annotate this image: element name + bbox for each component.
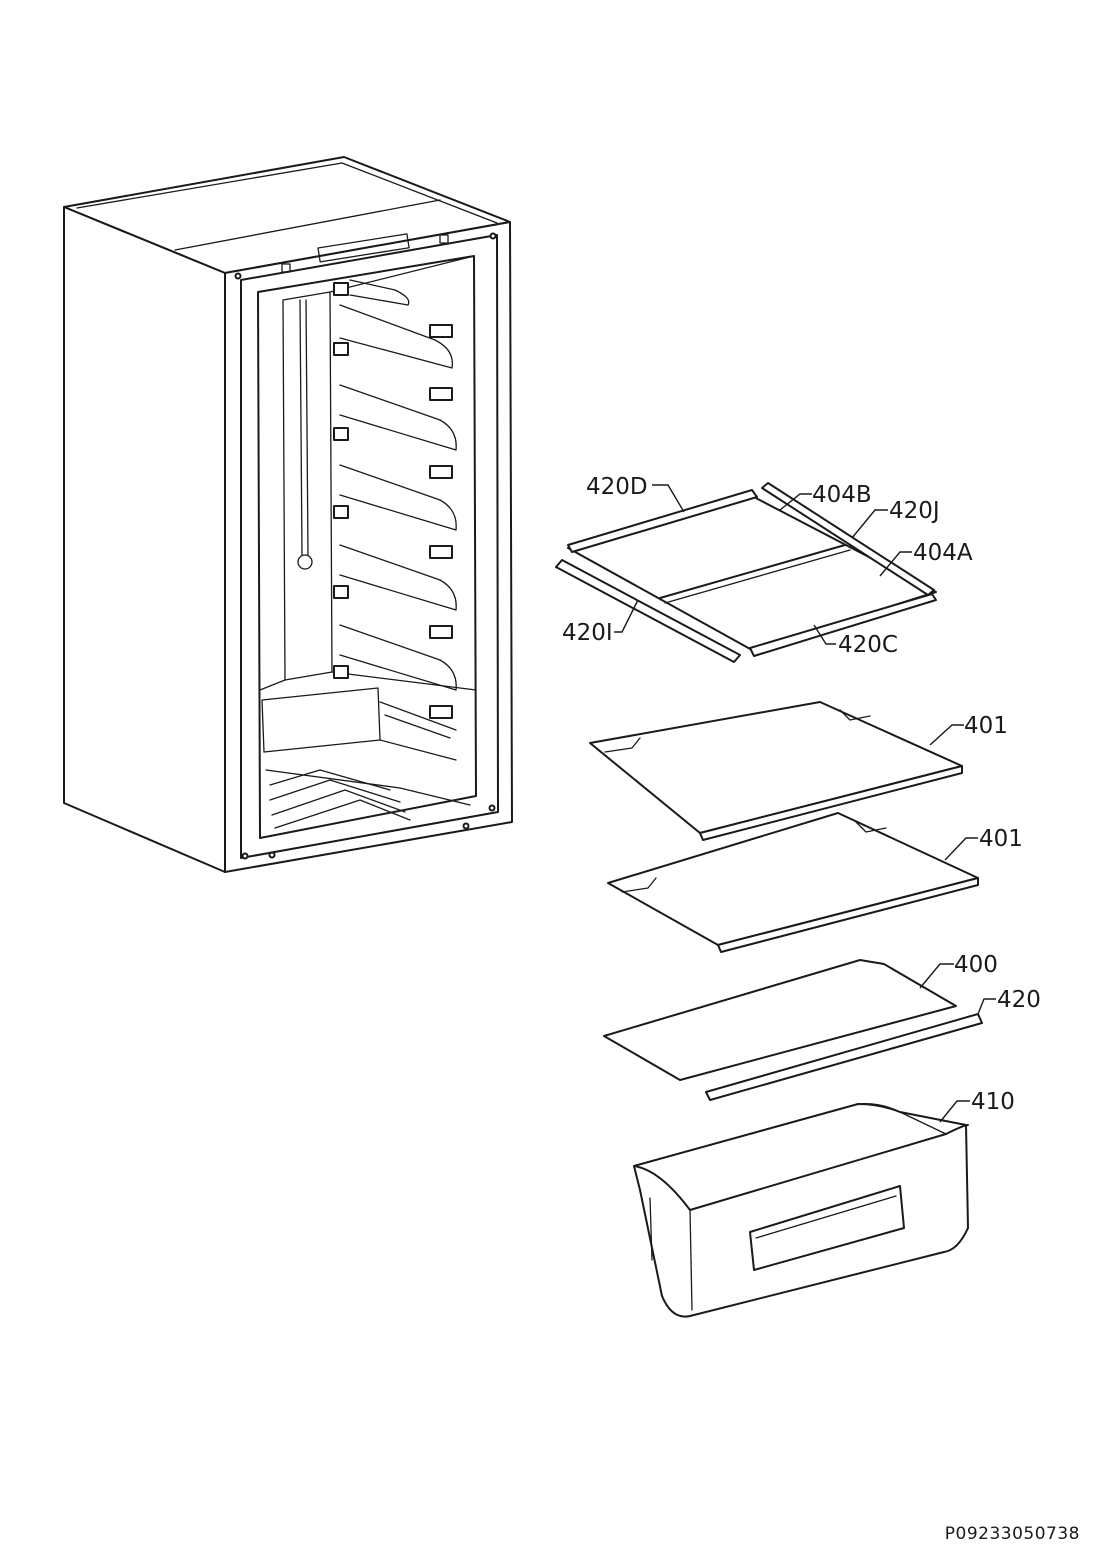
shelf-trim-420C <box>749 593 937 657</box>
callout-404A: 404A <box>913 540 973 566</box>
callout-400: 400 <box>954 952 998 978</box>
callout-401-lower: 401 <box>979 826 1023 852</box>
divided-glass-shelf <box>567 495 937 651</box>
document-id: P09233050738 <box>944 1524 1080 1544</box>
callout-420C: 420C <box>838 632 898 658</box>
callout-420D: 420D <box>586 474 648 500</box>
callout-420J: 420J <box>889 498 940 524</box>
callout-420: 420 <box>997 987 1041 1013</box>
glass-plate-400 <box>603 959 957 1081</box>
glass-shelf-401-lower <box>607 812 979 953</box>
glass-shelf-401-upper <box>589 701 963 841</box>
leader-lines <box>614 484 996 1123</box>
callout-420I: 420I <box>562 620 613 646</box>
front-trim-420 <box>705 1013 983 1101</box>
callout-401-upper: 401 <box>964 713 1008 739</box>
callout-410: 410 <box>971 1089 1015 1115</box>
callout-404B: 404B <box>812 482 872 508</box>
fridge-cabinet <box>63 156 513 873</box>
crisper-drawer-410 <box>633 1103 969 1318</box>
shelf-trim-420D <box>567 489 758 553</box>
shelf-trim-420I <box>555 559 741 663</box>
